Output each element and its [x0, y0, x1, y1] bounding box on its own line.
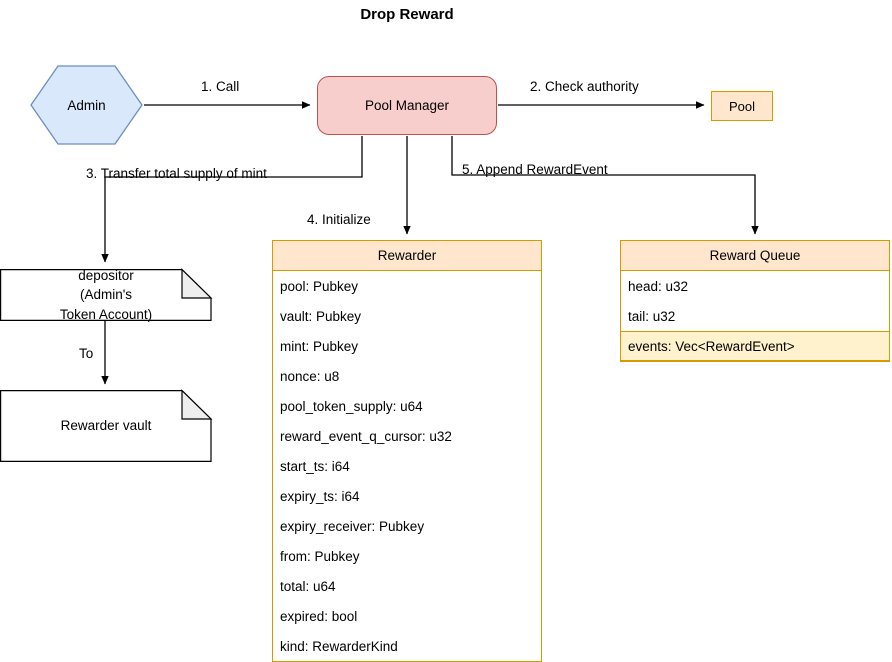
table-row: pool_token_supply: u64: [280, 398, 423, 414]
edge-label-to: To: [79, 346, 94, 361]
table-reward-queue-header: Reward Queue: [621, 241, 889, 271]
note-shape-rewarder-vault: [0, 389, 213, 462]
edge-label-append-rewardevent: 5. Append RewardEvent: [462, 162, 608, 177]
node-admin[interactable]: Admin: [30, 65, 143, 145]
table-row: expiry_receiver: Pubkey: [280, 518, 425, 534]
table-row: start_ts: i64: [280, 458, 350, 474]
page-title: Drop Reward: [360, 6, 454, 23]
table-rewarder-rows: pool: Pubkey vault: Pubkey mint: Pubkey non…: [273, 271, 541, 661]
table-row: reward_event_q_cursor: u32: [280, 428, 452, 444]
node-pool[interactable]: Pool: [711, 91, 773, 121]
table-row: mint: Pubkey: [280, 338, 359, 354]
table-row: pool: Pubkey: [280, 278, 359, 294]
edge-label-initialize: 4. Initialize: [307, 212, 371, 227]
table-row: events: Vec<RewardEvent>: [621, 331, 889, 361]
hexagon-shape: [30, 65, 143, 145]
node-pool-manager[interactable]: Pool Manager: [317, 76, 497, 135]
table-rewarder-header: Rewarder: [273, 241, 541, 271]
table-rewarder[interactable]: Rewarder pool: Pubkey vault: Pubkey mint: …: [272, 240, 542, 662]
note-shape-depositor: [0, 268, 213, 321]
edge-label-transfer-supply: 3. Transfer total supply of mint: [86, 166, 267, 181]
table-row: tail: u32: [628, 308, 676, 324]
edge-label-call: 1. Call: [201, 79, 240, 94]
table-reward-queue[interactable]: Reward Queue head: u32 tail: u32 events: V…: [620, 240, 890, 362]
table-reward-queue-rows: head: u32 tail: u32 events: Vec<RewardEven…: [621, 271, 889, 361]
node-admin-label: Admin: [67, 97, 106, 113]
table-row: head: u32: [628, 278, 689, 294]
edge-append-rewardevent: [451, 136, 759, 235]
edge-transfer-supply: [101, 136, 363, 263]
table-row: nonce: u8: [280, 368, 340, 384]
table-row: expired: bool: [280, 608, 358, 624]
node-pool-label: Pool: [728, 98, 756, 114]
table-row: vault: Pubkey: [280, 308, 362, 324]
edge-label-check-authority: 2. Check authority: [530, 79, 639, 94]
node-pool-manager-label: Pool Manager: [364, 98, 450, 113]
table-row: total: u64: [280, 578, 336, 594]
table-row: expiry_ts: i64: [280, 488, 360, 504]
node-depositor[interactable]: depositor (Admin's Token Account): [0, 268, 213, 322]
table-row: kind: RewarderKind: [280, 638, 398, 654]
node-rewarder-vault[interactable]: Rewarder vault: [0, 389, 213, 462]
table-row: from: Pubkey: [280, 548, 360, 564]
